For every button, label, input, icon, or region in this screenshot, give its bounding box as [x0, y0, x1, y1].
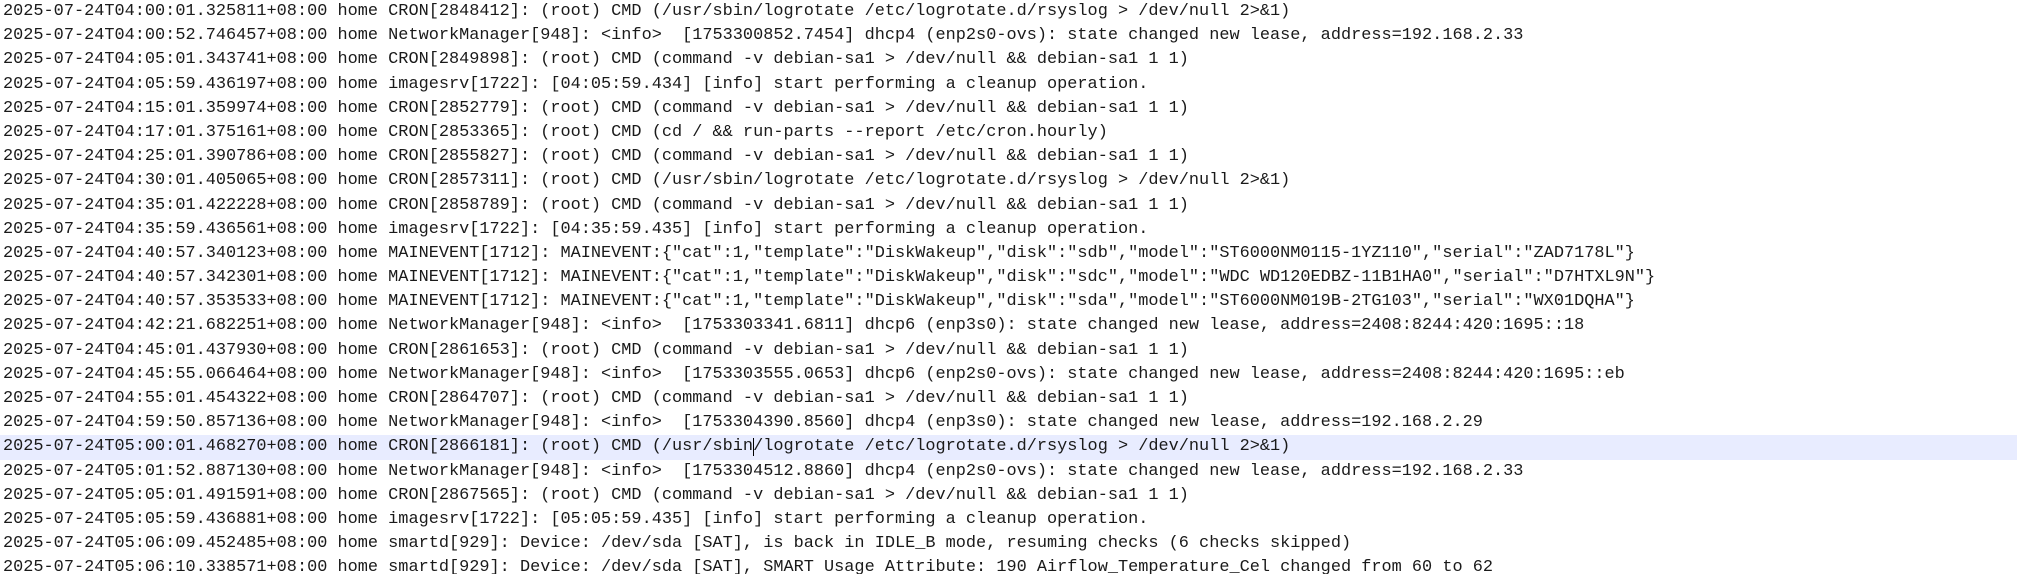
- log-line[interactable]: 2025-07-24T04:55:01.454322+08:00 home CR…: [3, 389, 1189, 408]
- log-line[interactable]: 2025-07-24T04:25:01.390786+08:00 home CR…: [3, 147, 1189, 167]
- log-line[interactable]: 2025-07-24T05:01:52.887130+08:00 home Ne…: [3, 461, 1524, 481]
- log-line[interactable]: 2025-07-24T04:59:50.857136+08:00 home Ne…: [3, 413, 1483, 433]
- log-line[interactable]: 2025-07-24T04:15:01.359974+08:00 home CR…: [3, 98, 1189, 118]
- log-line[interactable]: 2025-07-24T04:42:21.682251+08:00 home Ne…: [3, 316, 1585, 336]
- log-line[interactable]: 2025-07-24T05:05:01.491591+08:00 home CR…: [3, 485, 1189, 505]
- text-caret: [753, 438, 755, 457]
- log-line[interactable]: 2025-07-24T04:00:01.325811+08:00 home CR…: [3, 2, 1291, 21]
- log-line[interactable]: 2025-07-24T04:40:57.342301+08:00 home MA…: [3, 268, 1656, 288]
- vertical-scrollbar[interactable]: [2017, 0, 2031, 574]
- log-line[interactable]: 2025-07-24T04:45:01.437930+08:00 home CR…: [3, 340, 1189, 360]
- log-line[interactable]: 2025-07-24T04:30:01.405065+08:00 home CR…: [3, 171, 1291, 191]
- current-log-line[interactable]: 2025-07-24T05:00:01.468270+08:00 home CR…: [0, 435, 2019, 460]
- log-line[interactable]: 2025-07-24T04:45:55.066464+08:00 home Ne…: [3, 364, 1625, 384]
- log-line[interactable]: 2025-07-24T04:35:59.436561+08:00 home im…: [3, 219, 1149, 239]
- log-line[interactable]: 2025-07-24T05:06:10.338571+08:00 home sm…: [3, 558, 1493, 574]
- log-line[interactable]: 2025-07-24T04:05:59.436197+08:00 home im…: [3, 74, 1149, 94]
- log-line[interactable]: 2025-07-24T05:05:59.436881+08:00 home im…: [3, 509, 1149, 529]
- log-line[interactable]: 2025-07-24T04:00:52.746457+08:00 home Ne…: [3, 26, 1524, 46]
- log-line[interactable]: 2025-07-24T04:40:57.340123+08:00 home MA…: [3, 243, 1635, 263]
- log-line[interactable]: 2025-07-24T04:05:01.343741+08:00 home CR…: [3, 50, 1189, 70]
- log-line[interactable]: 2025-07-24T04:35:01.422228+08:00 home CR…: [3, 195, 1189, 215]
- log-line[interactable]: 2025-07-24T05:06:09.452485+08:00 home sm…: [3, 534, 1352, 554]
- log-line[interactable]: 2025-07-24T04:40:57.353533+08:00 home MA…: [3, 292, 1635, 312]
- log-line[interactable]: 2025-07-24T04:17:01.375161+08:00 home CR…: [3, 122, 1108, 142]
